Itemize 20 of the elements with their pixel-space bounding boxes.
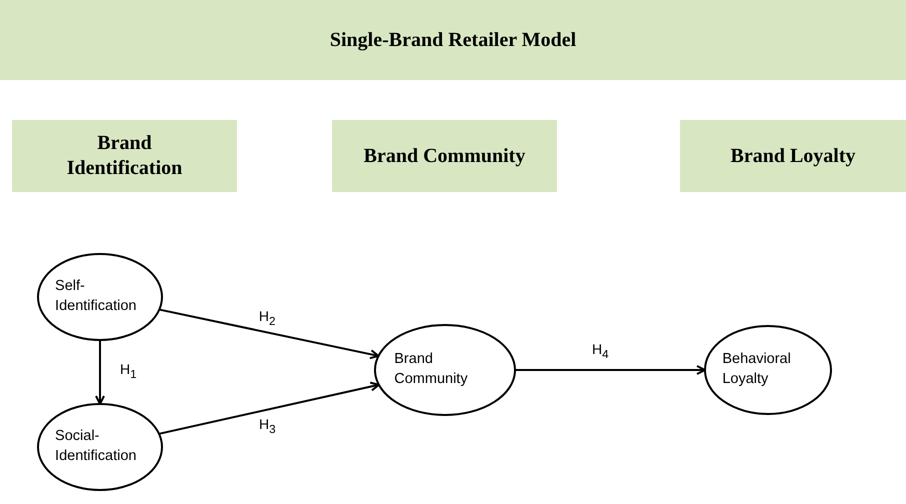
construct-ellipse [704,325,832,415]
arrow [95,340,105,405]
arrow [158,382,380,435]
header-text: Single-Brand Retailer Model [330,28,576,52]
construct-label: Social- Identification [55,427,138,466]
header-box [680,120,906,192]
construct-ellipse [37,403,163,491]
header-box [12,120,237,192]
header-text: Brand Loyalty [730,144,856,168]
arrow [159,308,380,360]
header-box [332,120,557,192]
construct-ellipse [374,324,516,416]
construct-ellipse [37,253,163,341]
title-banner [0,0,906,80]
construct-label: Brand Community [394,350,469,389]
header-text: Brand Identification [66,131,184,181]
arrow [515,365,706,375]
header-text: Brand Community [364,144,526,168]
construct-label: Self- Identification [55,277,138,316]
construct-label: Behavioral Loyalty [722,350,792,389]
